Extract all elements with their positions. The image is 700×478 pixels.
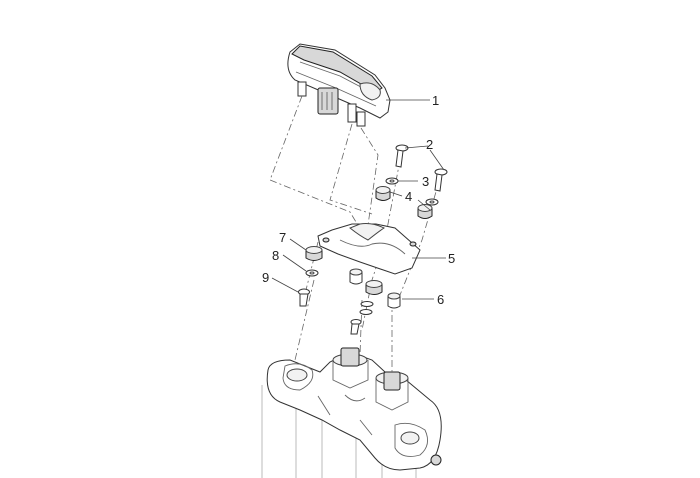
washer-lower-left — [305, 269, 319, 277]
grommet-lower-left — [305, 246, 323, 261]
callout-numbers: 1 2 3 4 5 6 7 8 9 — [262, 93, 455, 307]
leader-lines — [271, 99, 446, 300]
callout-9: 9 — [262, 270, 269, 285]
instrument-cluster — [287, 43, 391, 127]
grommet-left — [375, 186, 391, 201]
callout-4: 4 — [405, 189, 412, 204]
callout-1: 1 — [432, 93, 439, 108]
washer-left — [385, 177, 399, 185]
grommet-right — [417, 204, 433, 219]
fork-tube-left — [261, 385, 297, 478]
screw-center — [350, 319, 362, 335]
callout-7: 7 — [279, 230, 286, 245]
screw-lower-left — [298, 288, 310, 307]
mounting-bracket — [317, 223, 421, 275]
screw-upper-left — [395, 144, 409, 168]
callout-2: 2 — [426, 137, 433, 152]
washer-center-lower — [359, 309, 373, 315]
washer-center-upper — [360, 301, 374, 307]
callout-6: 6 — [437, 292, 444, 307]
callout-8: 8 — [272, 248, 279, 263]
callout-5: 5 — [448, 251, 455, 266]
callout-3: 3 — [422, 174, 429, 189]
spacer-center — [349, 268, 363, 285]
spacer-right — [387, 292, 401, 309]
grommet-center — [365, 280, 383, 295]
screw-upper-right — [434, 168, 448, 192]
triple-clamp — [266, 347, 442, 471]
washer-right — [425, 198, 439, 206]
